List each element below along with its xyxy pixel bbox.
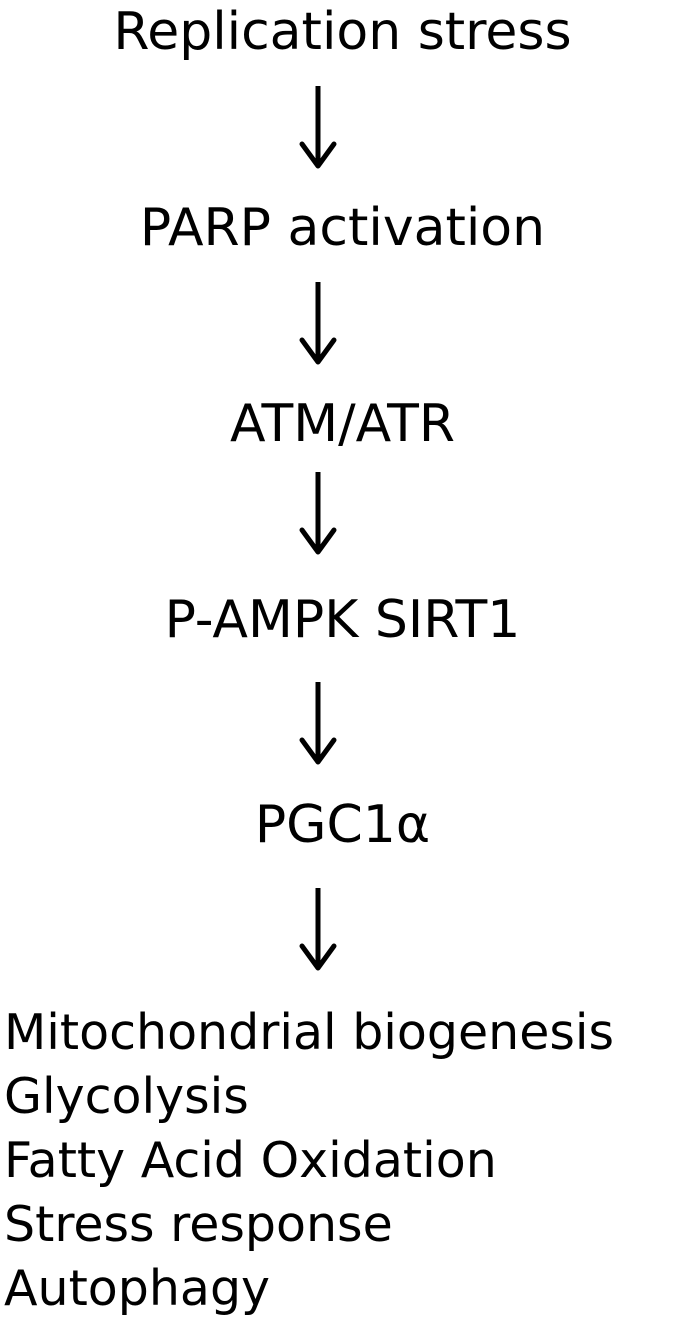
arrow-down-icon	[296, 86, 340, 170]
arrow-down-icon	[296, 888, 340, 972]
outcome-fatty-acid-oxidation: Fatty Acid Oxidation	[4, 1132, 497, 1189]
step-replication-stress: Replication stress	[113, 2, 572, 62]
outcome-list: Mitochondrial biogenesis Glycolysis Fatt…	[4, 1001, 684, 1321]
outcome-glycolysis: Glycolysis	[4, 1068, 249, 1125]
arrow-down-icon	[296, 682, 340, 766]
step-atm-atr: ATM/ATR	[229, 394, 456, 454]
step-p-ampk-sirt1: P-AMPK SIRT1	[164, 590, 521, 650]
outcome-stress-response: Stress response	[4, 1196, 393, 1253]
step-pgc1a: PGC1α	[254, 795, 431, 855]
step-parp-activation: PARP activation	[139, 198, 546, 258]
outcome-autophagy: Autophagy	[4, 1260, 271, 1317]
arrow-down-icon	[296, 282, 340, 366]
outcome-mitochondrial-biogenesis: Mitochondrial biogenesis	[4, 1004, 615, 1061]
arrow-down-icon	[296, 472, 340, 556]
